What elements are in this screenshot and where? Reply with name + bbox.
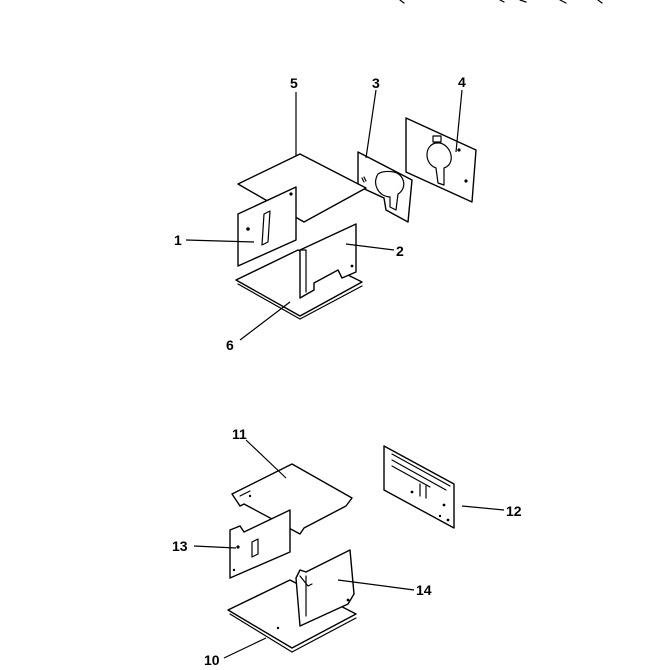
lower-assembly: 11 12 13 14 10 [172,426,522,668]
part-4-rear-panel [405,117,477,203]
leader-6 [239,301,291,341]
leader-12 [461,505,505,511]
upper-assembly: 5 3 4 1 2 6 [174,74,477,353]
part-11-top-plate [231,463,353,535]
label-part-12: 12 [506,503,522,519]
label-part-11: 11 [232,426,247,442]
label-part-14: 14 [416,582,432,598]
part-14-side-panel [295,549,355,627]
leader-11 [245,439,287,479]
leader-2 [345,243,395,251]
leader-1 [185,239,255,243]
label-part-13: 13 [172,538,188,554]
leader-3 [365,89,377,159]
leader-14 [337,579,415,591]
label-part-4: 4 [458,74,466,90]
header-marks [399,0,603,4]
part-13-side-panel [229,509,291,579]
part-2-side-panel [299,223,357,299]
label-part-1: 1 [174,232,182,248]
label-part-2: 2 [396,243,404,259]
leader-13 [193,545,237,549]
part-12-rear-panel [383,445,455,529]
part-3-front-panel [357,151,413,223]
part-10-bottom-plate [227,579,357,653]
label-part-5: 5 [290,75,298,91]
leader-10 [223,637,267,659]
label-part-3: 3 [372,75,380,91]
label-part-10: 10 [204,652,220,668]
part-1-side-panel [237,186,297,267]
label-part-6: 6 [226,337,234,353]
leader-4 [455,89,463,153]
